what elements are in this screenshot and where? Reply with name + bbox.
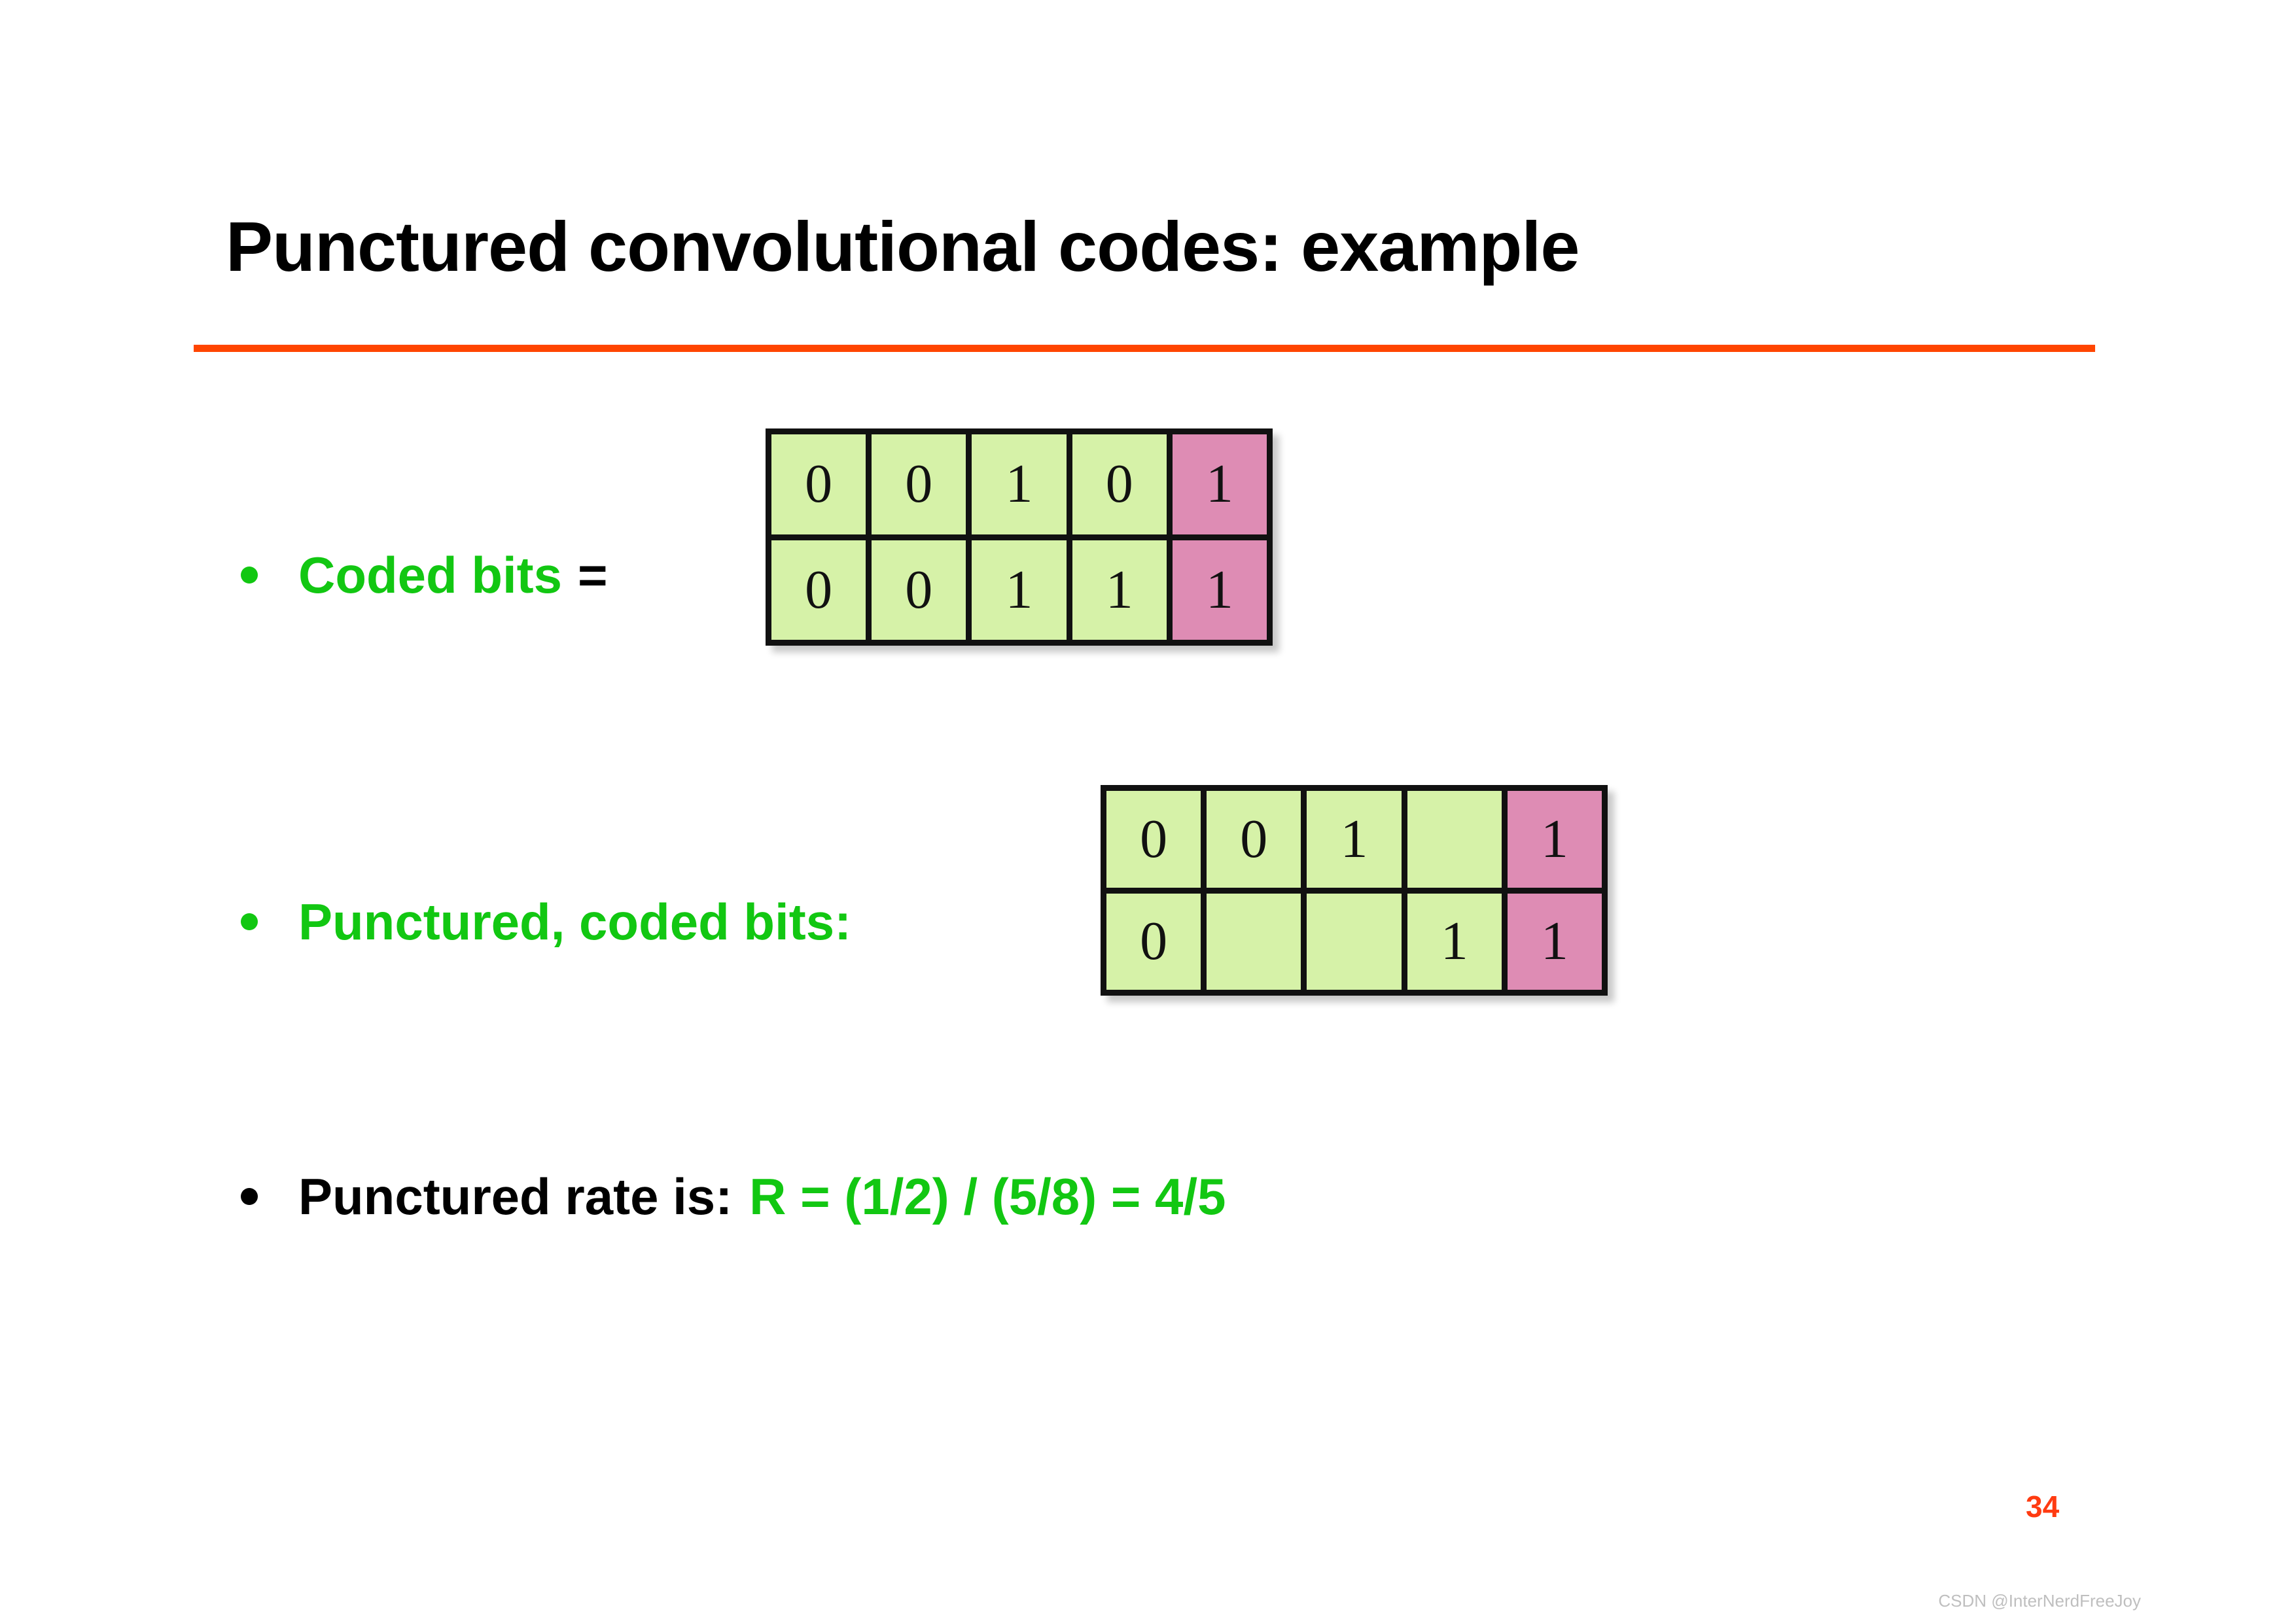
table-cell: 0 — [1207, 791, 1301, 888]
watermark: CSDN @InterNerdFreeJoy — [1938, 1591, 2141, 1611]
table-cell: 1 — [1507, 893, 1602, 990]
table-cell: 0 — [771, 540, 866, 640]
table-cell: 1 — [1072, 540, 1167, 640]
punctured-rate-formula: R = (1/2) / (5/8) = 4/5 — [749, 1168, 1226, 1225]
table-cell: 0 — [1072, 434, 1167, 534]
bullet-dot-icon — [241, 567, 258, 584]
page-title: Punctured convolutional codes: example — [226, 207, 1580, 286]
table-cell: 0 — [771, 434, 866, 534]
bullet-punctured-rate-label: Punctured rate is — [298, 1168, 716, 1225]
table-cell: 1 — [1172, 540, 1267, 640]
table-cell: 1 — [972, 540, 1067, 640]
title-divider — [194, 345, 2095, 352]
table-cell — [1207, 893, 1301, 990]
table-cell — [1307, 893, 1402, 990]
bullet-dot-icon — [241, 913, 258, 930]
table-cell: 1 — [1172, 434, 1267, 534]
table-cell: 0 — [1106, 791, 1201, 888]
table-cell: 0 — [872, 540, 966, 640]
table-cell — [1407, 791, 1502, 888]
bullet-coded-bits: Coded bits = — [241, 550, 608, 601]
table-cell: 1 — [972, 434, 1067, 534]
bullet-coded-bits-label: Coded bits — [298, 546, 562, 604]
punctured-coded-bits-table: 0 0 1 1 0 1 1 — [1101, 785, 1608, 996]
coded-bits-table: 0 0 1 0 1 0 0 1 1 1 — [766, 428, 1273, 646]
bullet-punctured-rate: Punctured rate is : R = (1/2) / (5/8) = … — [241, 1171, 1226, 1222]
equals-sign: = — [578, 546, 608, 604]
table-cell: 0 — [1106, 893, 1201, 990]
table-cell: 1 — [1507, 791, 1602, 888]
colon-separator: : — [715, 1168, 733, 1225]
page-number: 34 — [2026, 1490, 2060, 1524]
bullet-punctured-coded-bits-label: Punctured, coded bits: — [298, 893, 852, 951]
table-cell: 0 — [872, 434, 966, 534]
bullet-dot-icon — [241, 1188, 258, 1205]
bullet-punctured-coded-bits: Punctured, coded bits: — [241, 896, 851, 947]
table-cell: 1 — [1307, 791, 1402, 888]
table-cell: 1 — [1407, 893, 1502, 990]
